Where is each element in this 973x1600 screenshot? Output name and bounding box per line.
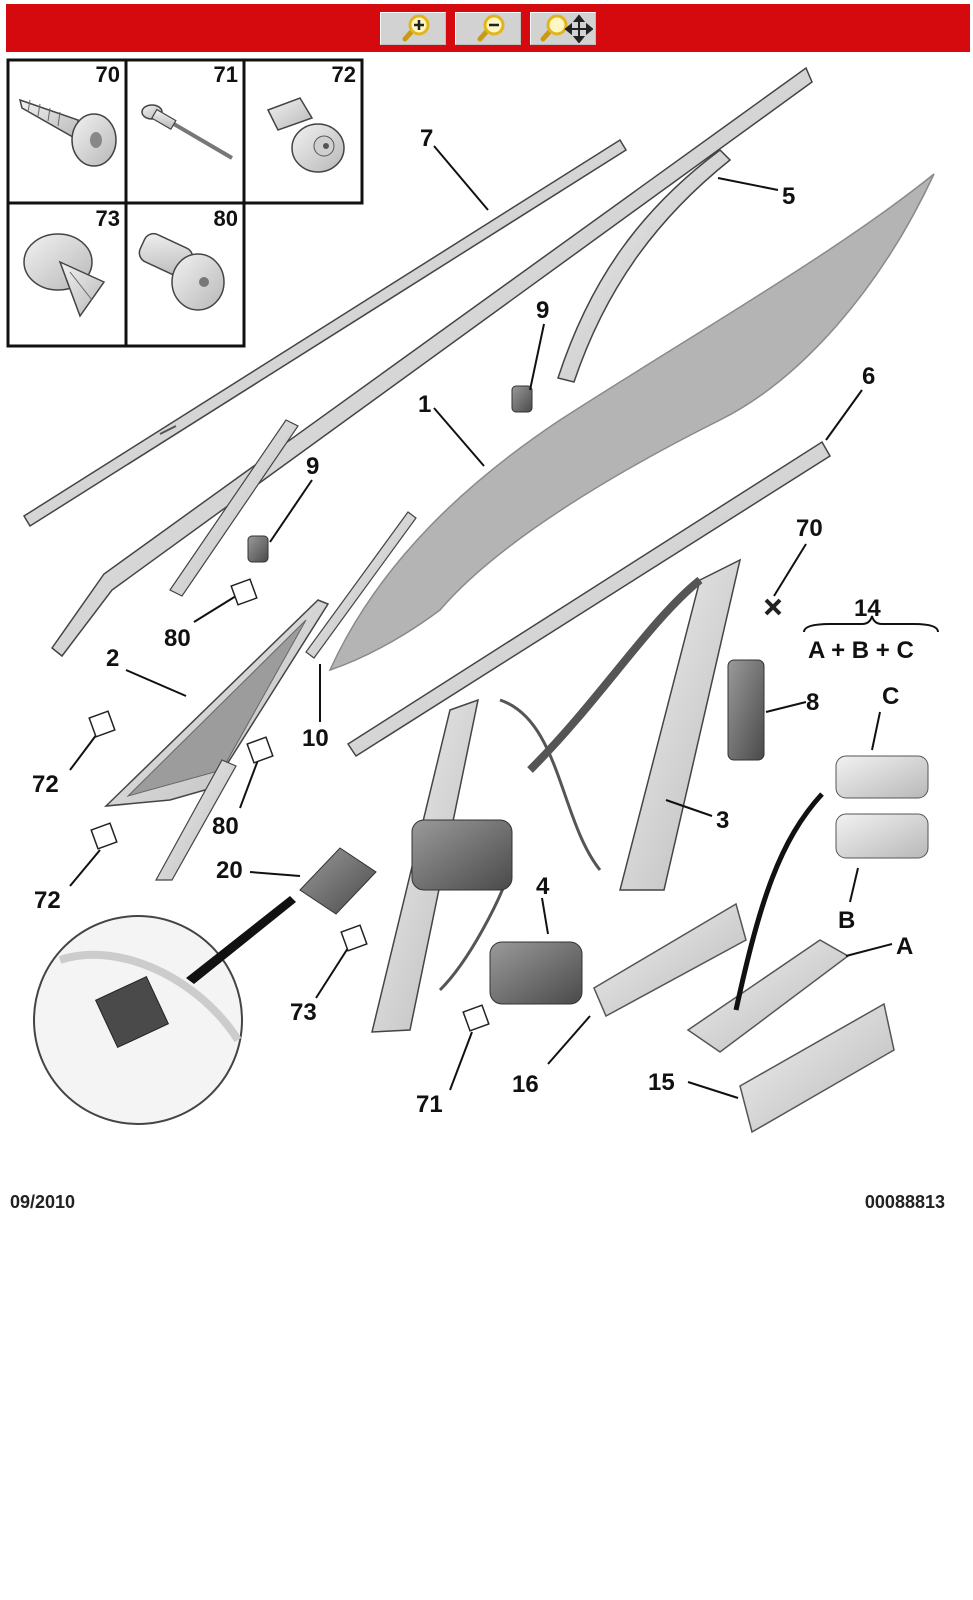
callout-20: 20 xyxy=(216,857,243,884)
callout-A: A xyxy=(896,933,913,960)
push-clip-icon xyxy=(23,233,106,318)
part-9-clip-lower xyxy=(247,535,269,563)
callout-6: 6 xyxy=(862,363,875,390)
magnifier-minus-icon xyxy=(477,14,505,42)
part-2-quarter-window xyxy=(103,599,330,881)
fastener-markers xyxy=(88,578,490,1032)
zoom-toolbar xyxy=(6,4,970,52)
callout-14: 14 xyxy=(854,595,881,622)
magnifier-move-icon xyxy=(540,14,593,43)
rivet-icon xyxy=(141,104,234,160)
legend-ref-72: 72 xyxy=(332,62,356,87)
fastener-legend: 70 71 72 73 80 xyxy=(6,58,364,348)
callout-8: 8 xyxy=(806,689,819,716)
screw-icon xyxy=(18,98,117,167)
callout-9-lower: 9 xyxy=(306,453,319,480)
fastener-cross-icon xyxy=(764,598,782,616)
part-4-regulator-motor xyxy=(411,819,583,1005)
diagram-number: 00088813 xyxy=(864,1192,945,1212)
callout-10: 10 xyxy=(302,725,329,752)
part-8-clip-assembly xyxy=(727,659,765,761)
callout-7: 7 xyxy=(420,125,433,152)
part-20-control-module xyxy=(299,847,377,915)
switch-callout-curve xyxy=(733,792,824,1011)
zoom-out-button[interactable] xyxy=(455,11,521,45)
exploded-parts-diagram: 70 71 72 73 80 xyxy=(6,58,939,1134)
callout-2: 2 xyxy=(106,645,119,672)
callout-C: C xyxy=(882,683,899,710)
callout-16: 16 xyxy=(512,1071,539,1098)
callout-71: 71 xyxy=(416,1091,443,1118)
part-C-switch-cap xyxy=(835,755,929,799)
callout-1: 1 xyxy=(418,391,431,418)
callout-3: 3 xyxy=(716,807,729,834)
part-15-switch-panel xyxy=(739,1002,895,1134)
callout-15: 15 xyxy=(648,1069,675,1096)
magnified-detail-inset xyxy=(33,896,296,1125)
upper-frame-channel xyxy=(50,66,813,658)
part-B-switch-cap xyxy=(835,813,929,859)
callout-4: 4 xyxy=(536,873,550,900)
callout-80-lower: 80 xyxy=(212,813,239,840)
part-5-rear-channel xyxy=(557,149,732,383)
legend-ref-73: 73 xyxy=(96,206,120,231)
callout-5: 5 xyxy=(782,183,795,210)
magnifier-plus-icon xyxy=(402,14,430,42)
callout-73: 73 xyxy=(290,999,317,1026)
callout-70: 70 xyxy=(796,515,823,542)
part-7-outer-seal xyxy=(22,138,628,528)
clip-fastener-icon xyxy=(266,97,345,173)
callout-72-upper: 72 xyxy=(32,771,59,798)
brace-14 xyxy=(803,615,939,633)
legend-ref-80: 80 xyxy=(214,206,238,231)
callout-80-upper: 80 xyxy=(164,625,191,652)
pan-button[interactable] xyxy=(530,11,596,45)
callout-labels: 7 5 9 1 6 9 70 14 A + B + C 80 2 C 8 10 … xyxy=(32,125,914,1118)
part-1-window-glass xyxy=(328,173,935,672)
part-10-trim-strip xyxy=(305,511,417,659)
part-16-switch-panel xyxy=(593,902,747,1018)
part-9-clip-upper xyxy=(511,385,533,413)
pin-fastener-icon xyxy=(138,232,225,311)
diagram-date: 09/2010 xyxy=(10,1192,76,1212)
zoom-in-button[interactable] xyxy=(380,11,446,45)
callout-B: B xyxy=(838,907,855,934)
callout-9-upper: 9 xyxy=(536,297,549,324)
legend-ref-70: 70 xyxy=(96,62,120,87)
callout-14-formula: A + B + C xyxy=(808,637,914,664)
callout-72-lower: 72 xyxy=(34,887,61,914)
part-6-waist-seal xyxy=(346,440,832,758)
leader-lines xyxy=(69,145,893,1099)
legend-ref-71: 71 xyxy=(214,62,238,87)
